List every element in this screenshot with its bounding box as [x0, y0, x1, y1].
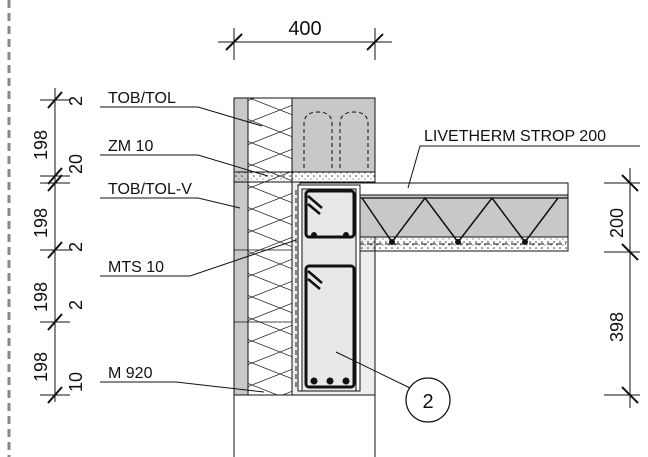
stirrup-upper	[304, 189, 356, 239]
rebar-dot	[343, 232, 349, 238]
dim-main: 198	[31, 208, 51, 238]
right-dimension-chain: 200 398	[604, 168, 640, 408]
label-mts-10: MTS 10	[100, 239, 297, 277]
rebar-dot	[522, 239, 528, 245]
label-tob-tol: TOB/TOL	[100, 90, 263, 127]
svg-text:M 920: M 920	[108, 365, 153, 382]
stirrup-hook	[307, 195, 323, 209]
insulation-layer	[247, 97, 293, 396]
svg-text:ZM 10: ZM 10	[108, 138, 153, 155]
dim-main: 198	[31, 130, 51, 160]
svg-text:MTS 10: MTS 10	[108, 259, 164, 276]
dim-sub: 2	[66, 242, 86, 252]
block-cavity	[303, 111, 333, 168]
stirrup-lower	[304, 264, 356, 389]
outer-wall-layer	[233, 97, 249, 396]
rebar-dot	[326, 377, 334, 385]
right-dim-value: 398	[607, 312, 627, 342]
dim-sub: 2	[66, 96, 86, 106]
left-dimension-chain: 198 2 20 198 2 198 2 198 10	[31, 88, 86, 404]
stirrup-hook	[307, 278, 321, 290]
dim-main: 198	[31, 352, 51, 382]
dim-sub: 2	[66, 300, 86, 310]
detail-marker: 2	[335, 351, 451, 423]
stirrup-hook	[307, 203, 321, 215]
rebar-dot	[389, 239, 395, 245]
marker-number: 2	[422, 391, 433, 413]
top-dimension: 400	[218, 18, 392, 60]
rebar-dot	[310, 377, 318, 385]
floor-label: LIVETHERM STROP 200	[424, 128, 606, 145]
top-dimension-value: 400	[288, 18, 321, 40]
label-livetherm: LIVETHERM STROP 200	[407, 128, 640, 189]
svg-text:TOB/TOL: TOB/TOL	[108, 90, 176, 107]
dim-sub: 10	[66, 372, 86, 392]
floor-slab	[354, 194, 569, 238]
label-m-920: M 920	[100, 365, 265, 393]
label-tob-tol-v: TOB/TOL-V	[100, 181, 241, 209]
rebar-dot	[342, 377, 350, 385]
right-dim-value: 200	[607, 208, 627, 238]
upper-block-wall	[291, 97, 376, 173]
dim-main: 198	[31, 282, 51, 312]
mortar-bed	[233, 171, 376, 183]
svg-text:TOB/TOL-V: TOB/TOL-V	[108, 181, 192, 198]
stirrup-hook	[307, 270, 323, 284]
block-cavity	[339, 111, 369, 168]
dim-sub: 20	[66, 154, 86, 174]
rebar-dot	[455, 239, 461, 245]
label-zm-10: ZM 10	[100, 138, 269, 177]
rebar-dot	[311, 232, 317, 238]
ring-beam	[301, 188, 357, 392]
